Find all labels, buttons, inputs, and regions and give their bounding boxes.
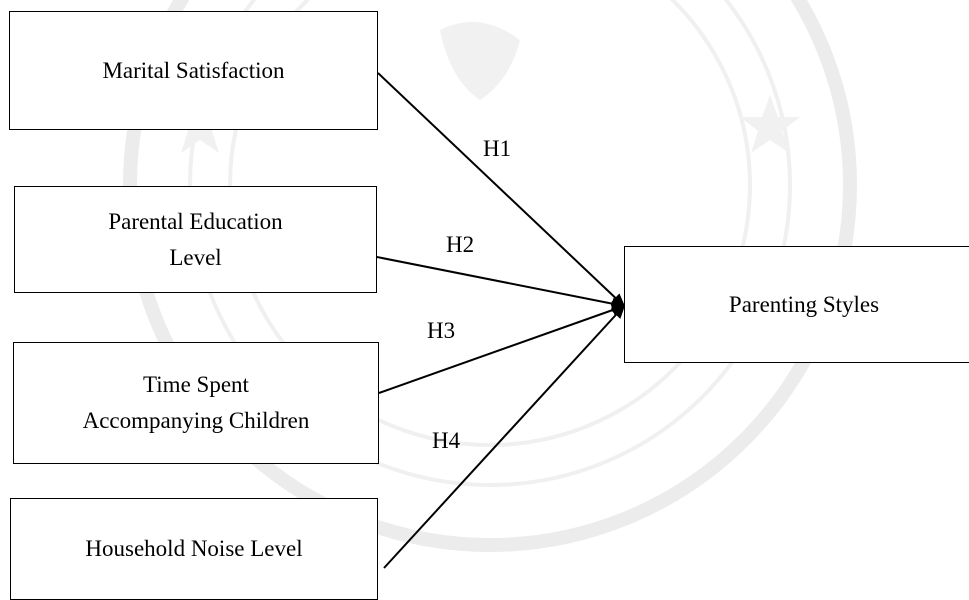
node-label-line: Time Spent: [143, 372, 249, 397]
node-parenting-styles: Parenting Styles: [624, 246, 969, 363]
edge-label-h1: H1: [483, 136, 512, 161]
edge-h4-arrow: [383, 304, 626, 569]
node-label-line: Accompanying Children: [82, 408, 310, 433]
edge-h3-arrow: [378, 304, 626, 394]
node-label-line: Parental Education: [108, 208, 283, 234]
node-label-line: Marital Satisfaction: [102, 57, 285, 83]
edge-h2-arrow: [376, 256, 626, 310]
node-label-line: Parenting Styles: [728, 291, 880, 317]
node-label-line: Level: [169, 244, 222, 270]
node-parental-education-level: Parental Education Level: [14, 186, 377, 293]
edge-label-h3: H3: [427, 318, 456, 343]
edge-label-h2: H2: [446, 232, 475, 257]
node-household-noise-level: Household Noise Level: [10, 498, 378, 600]
node-time-spent-accompanying-children: Time Spent Accompanying Children: [13, 342, 379, 464]
node-label-line: Household Noise Level: [85, 536, 303, 561]
edge-h1-arrow: [377, 72, 626, 308]
edge-label-h4: H4: [432, 428, 461, 453]
node-marital-satisfaction: Marital Satisfaction: [9, 11, 378, 130]
